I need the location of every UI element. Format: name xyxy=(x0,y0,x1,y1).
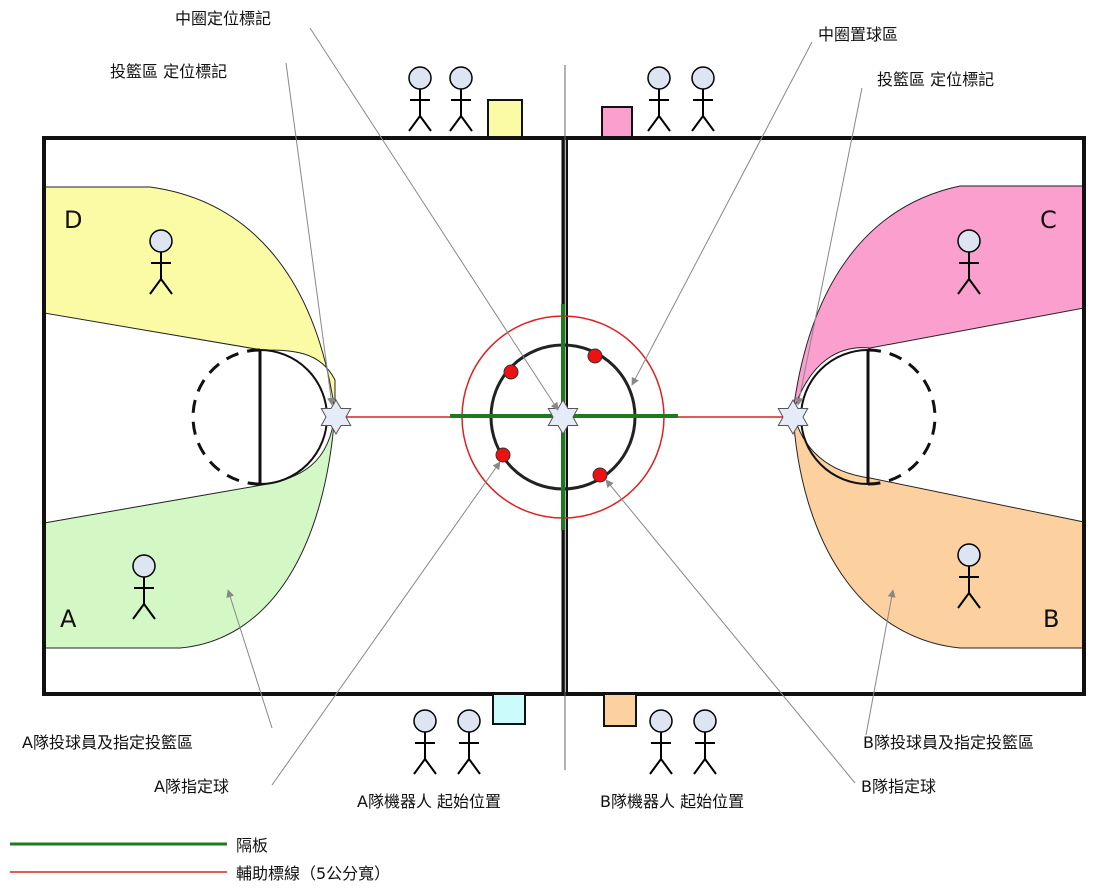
pointer-team-b-zone xyxy=(865,589,896,736)
person-icon xyxy=(693,709,717,775)
center-marker-icon xyxy=(547,399,579,435)
label-center-marker: 中圈定位標記 xyxy=(175,9,271,28)
ball-bottom-right xyxy=(592,467,608,483)
zone-a-shape xyxy=(43,411,336,649)
label-team-a-shooter-zone: A隊投球員及指定投籃區 xyxy=(22,733,193,752)
zone-b-letter: B xyxy=(1043,605,1059,633)
person-icon xyxy=(649,709,673,775)
person-icon xyxy=(413,709,437,775)
zone-b-shape xyxy=(792,411,1085,649)
start-box-bottom-left xyxy=(492,693,526,725)
start-box-top-left xyxy=(487,99,523,138)
pointer-team-a-ball xyxy=(271,461,501,786)
zone-c-shape xyxy=(792,185,1085,413)
ball-top-right xyxy=(587,348,603,364)
person-icon xyxy=(647,66,671,132)
pointer-team-a-zone xyxy=(226,589,273,729)
label-center-ball-zone: 中圈置球區 xyxy=(818,25,898,44)
zone-c-letter: C xyxy=(1040,206,1057,234)
pointer-center-marker xyxy=(309,27,559,411)
person-icon xyxy=(691,66,715,132)
label-team-b-robot-start: B隊機器人 起始位置 xyxy=(600,792,744,811)
person-icon xyxy=(449,66,473,132)
label-team-b-ball: B隊指定球 xyxy=(861,777,936,796)
ball-top-left xyxy=(503,364,519,380)
pointer-center-ball-zone xyxy=(631,41,813,386)
start-box-top-right xyxy=(601,106,633,138)
zone-d-letter: D xyxy=(64,206,82,234)
person-icon xyxy=(457,709,481,775)
legend-divider-label: 隔板 xyxy=(236,836,268,855)
zone-d-shape xyxy=(43,186,336,413)
ball-bottom-left xyxy=(495,447,511,463)
pointer-shooting-marker-left xyxy=(285,62,336,406)
label-team-b-shooter-zone: B隊投球員及指定投籃區 xyxy=(863,733,1034,752)
label-team-a-robot-start: A隊機器人 起始位置 xyxy=(357,792,501,811)
zone-a-letter: A xyxy=(60,605,77,633)
free-throw-circle-right-dashed xyxy=(867,348,937,486)
label-shooting-marker-left: 投籃區 定位標記 xyxy=(110,62,227,81)
start-box-bottom-right xyxy=(603,693,637,727)
legend-guide-label: 輔助標線（5公分寬） xyxy=(236,864,390,883)
label-team-a-ball: A隊指定球 xyxy=(154,777,229,796)
person-icon xyxy=(408,66,432,132)
free-throw-circle-left-dashed xyxy=(191,348,261,486)
pointer-shooting-marker-right xyxy=(795,87,863,406)
pointer-team-b-ball xyxy=(605,479,856,784)
label-shooting-marker-right: 投籃區 定位標記 xyxy=(877,70,994,89)
shooting-marker-right-icon xyxy=(777,399,809,435)
